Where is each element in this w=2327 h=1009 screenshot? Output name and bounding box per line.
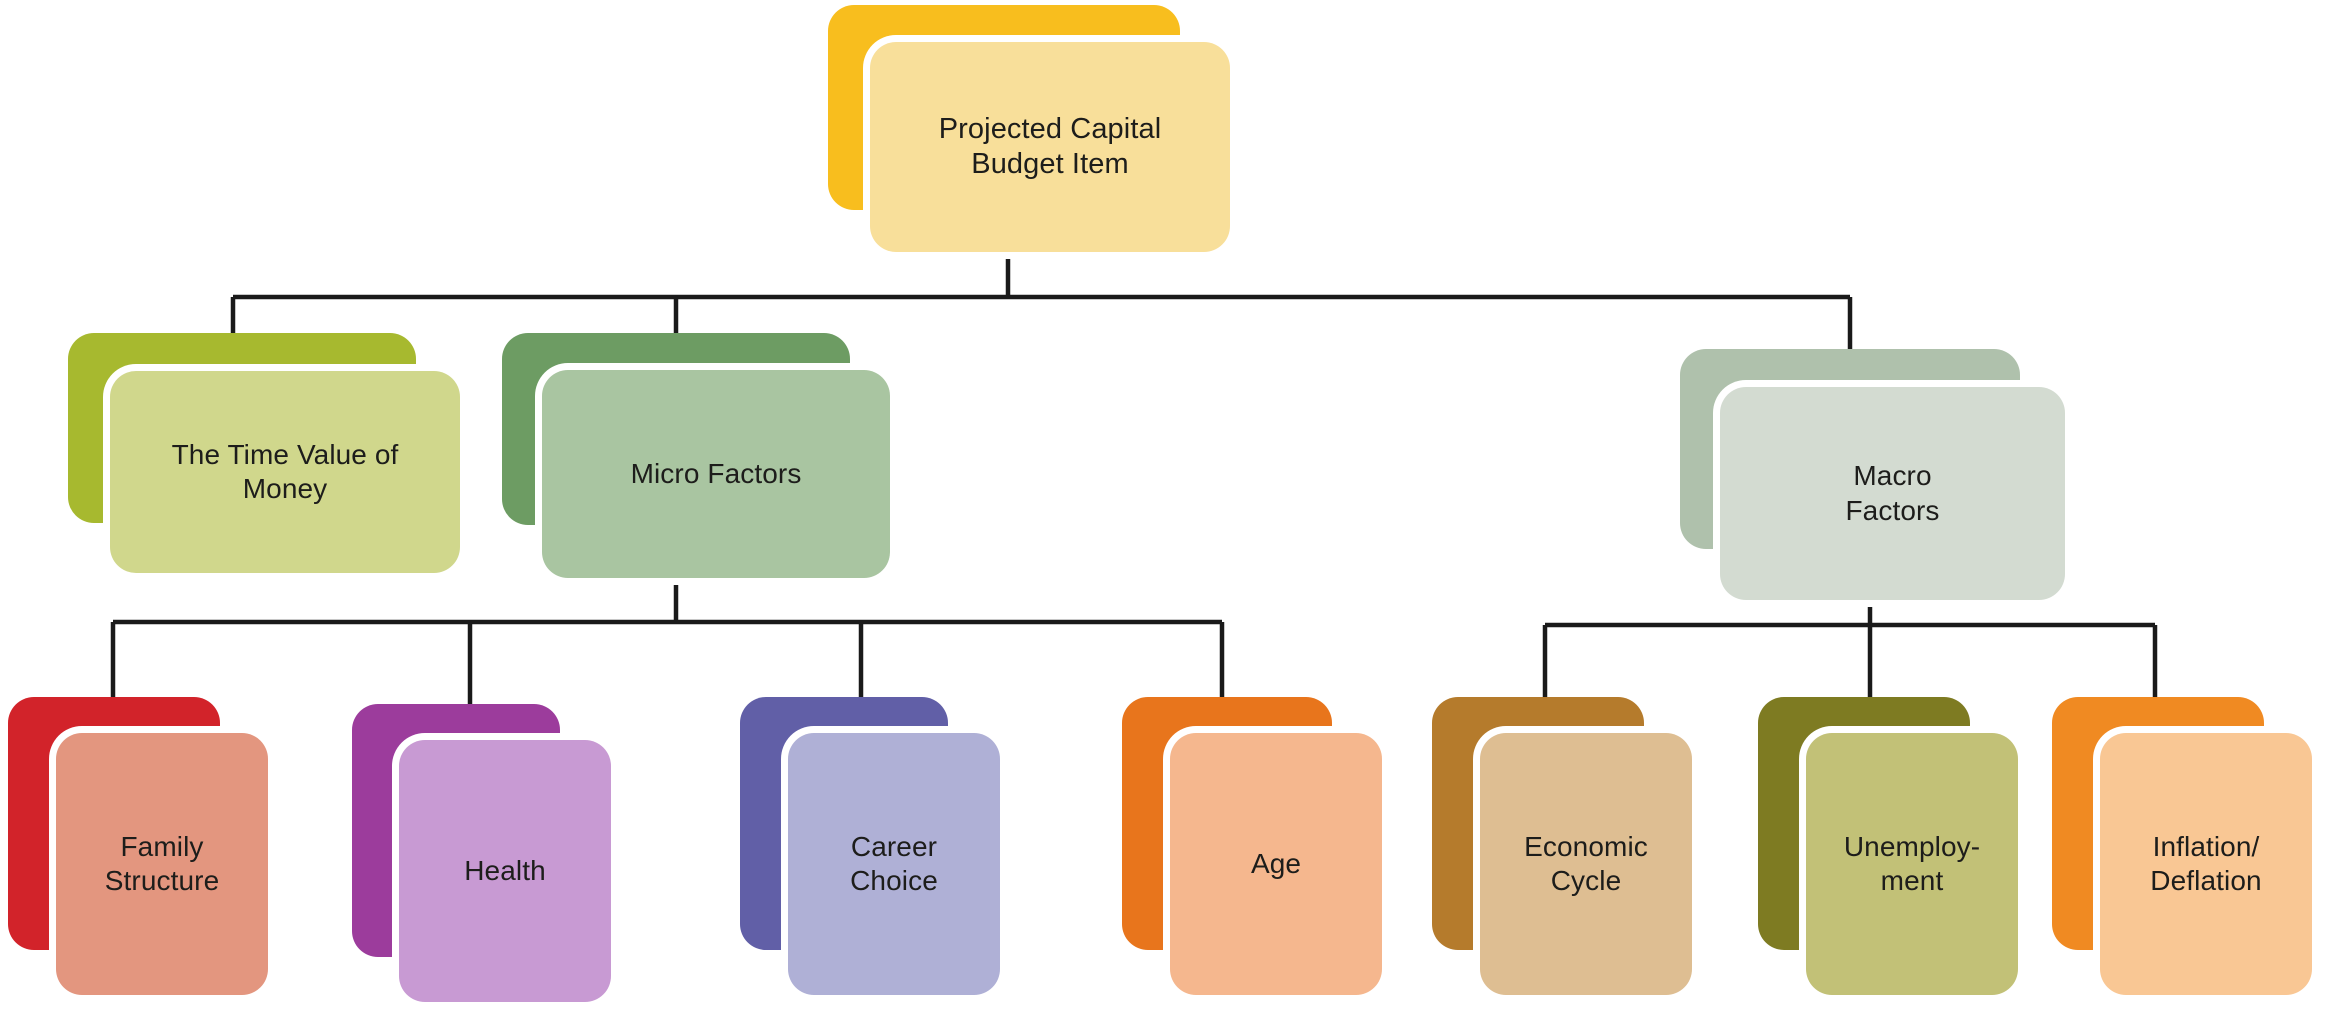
card-front[interactable]: Macro Factors: [1720, 387, 2065, 600]
card-front[interactable]: Family Structure: [56, 733, 268, 995]
card-front[interactable]: Career Choice: [788, 733, 1000, 995]
node-label: Age: [1250, 847, 1302, 879]
node-inflation-deflation[interactable]: Inflation/ Deflation: [2052, 697, 2312, 995]
card-front[interactable]: The Time Value of Money: [110, 371, 460, 573]
node-label: Career Choice: [850, 830, 938, 896]
node-projected-capital-budget-item[interactable]: Projected Capital Budget Item: [828, 5, 1230, 252]
node-family-structure[interactable]: Family Structure: [8, 697, 268, 995]
node-age[interactable]: Age: [1122, 697, 1382, 995]
card-front[interactable]: Health: [399, 740, 611, 1002]
node-health[interactable]: Health: [352, 704, 611, 1002]
card-front[interactable]: Projected Capital Budget Item: [870, 42, 1230, 252]
node-career-choice[interactable]: Career Choice: [740, 697, 1000, 995]
node-label: Health: [464, 854, 546, 886]
card-front[interactable]: Economic Cycle: [1480, 733, 1692, 995]
card-front[interactable]: Micro Factors: [542, 370, 890, 578]
node-label: Micro Factors: [630, 457, 802, 489]
node-the-time-value-of-money[interactable]: The Time Value of Money: [68, 333, 460, 573]
node-label: The Time Value of Money: [171, 438, 399, 504]
node-micro-factors[interactable]: Micro Factors: [502, 333, 890, 578]
card-front[interactable]: Unemploy- ment: [1806, 733, 2018, 995]
node-label: Projected Capital Budget Item: [938, 112, 1162, 180]
node-label: Family Structure: [104, 830, 220, 896]
node-economic-cycle[interactable]: Economic Cycle: [1432, 697, 1692, 995]
node-label: Inflation/ Deflation: [2150, 830, 2262, 896]
node-label: Economic Cycle: [1524, 830, 1648, 896]
card-front[interactable]: Age: [1170, 733, 1382, 995]
node-macro-factors[interactable]: Macro Factors: [1680, 349, 2065, 600]
node-label: Macro Factors: [1845, 460, 1940, 526]
card-front[interactable]: Inflation/ Deflation: [2100, 733, 2312, 995]
node-unemployment[interactable]: Unemploy- ment: [1758, 697, 2018, 995]
node-label: Unemploy- ment: [1843, 830, 1981, 896]
